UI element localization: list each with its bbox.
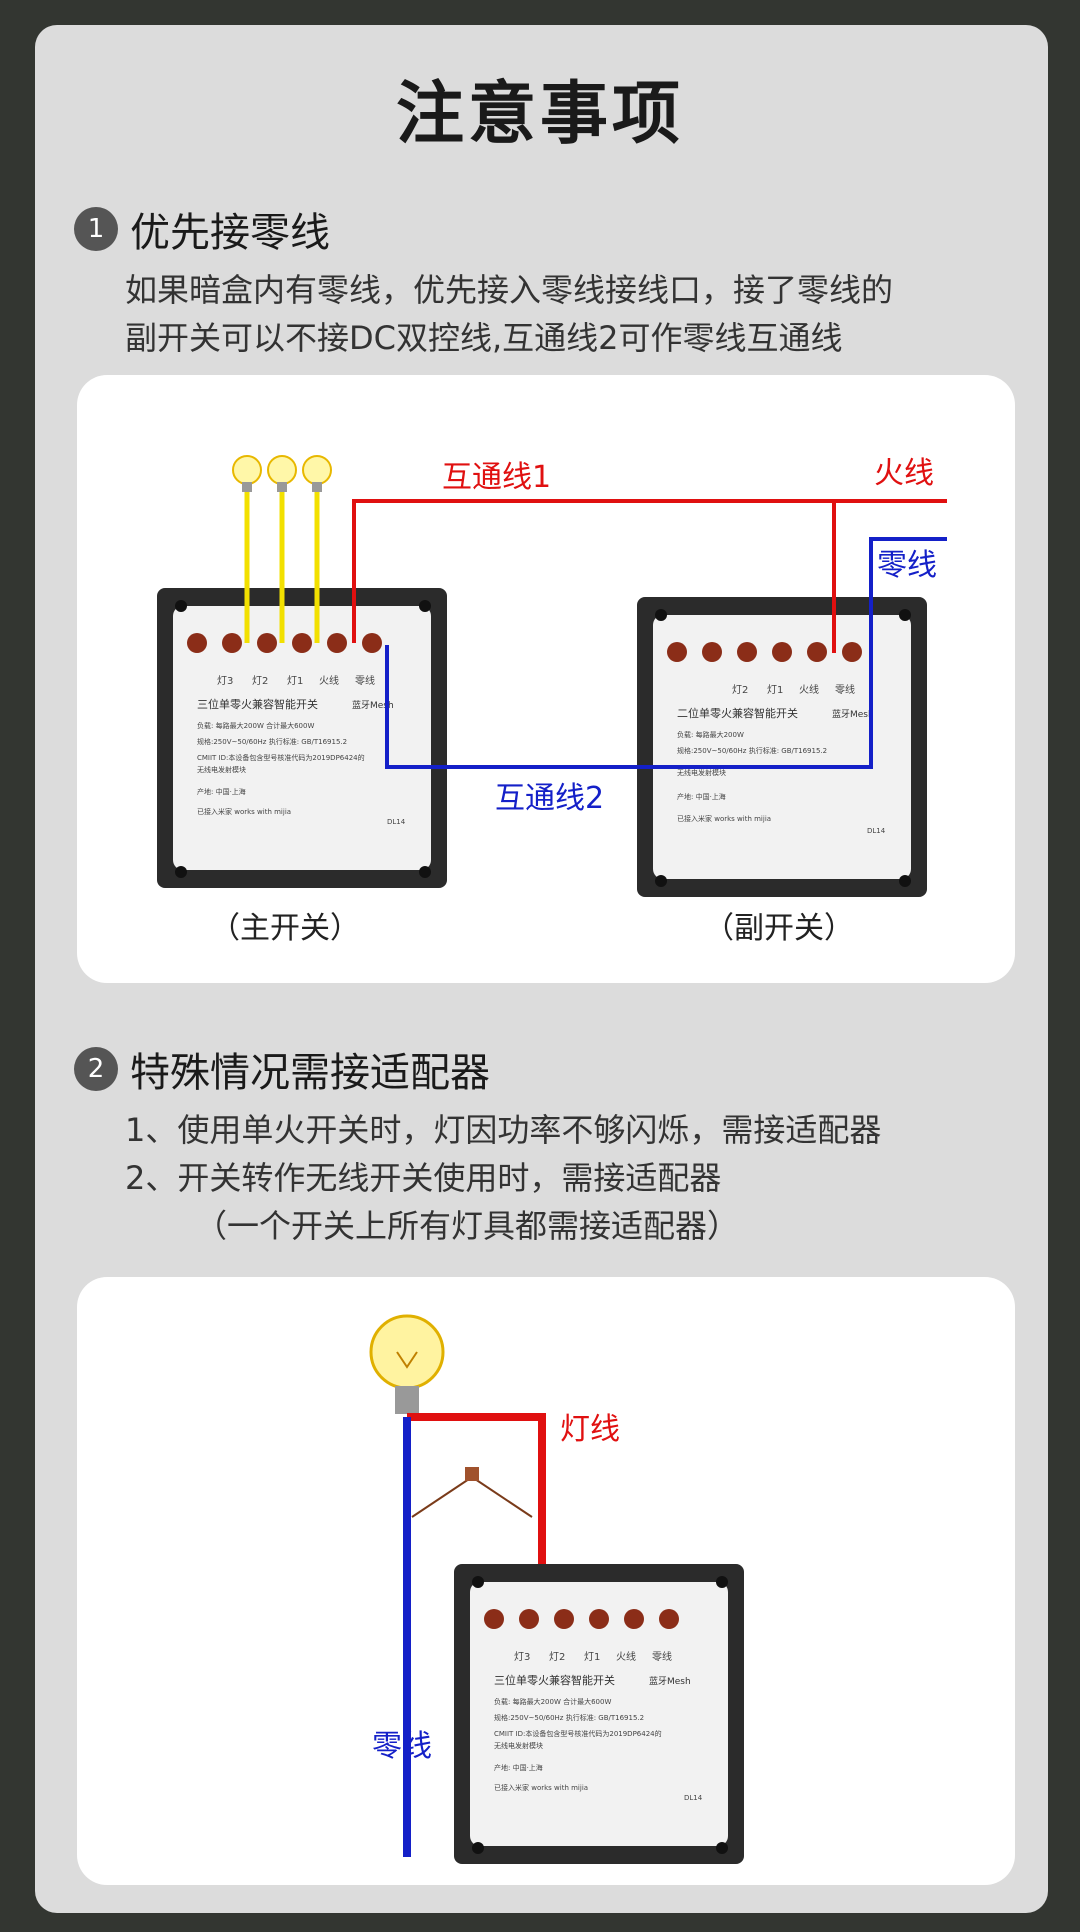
main-switch-terminals: [187, 633, 382, 653]
main-brand: 已接入米家 works with mijia: [197, 807, 291, 816]
sw-origin: 产地: 中国·上海: [494, 1763, 543, 1772]
bulb-icon-1: [232, 455, 262, 492]
sub-spec2: 规格:250V~50/60Hz 执行标准: GB/T16915.2: [677, 746, 827, 755]
sw-badge: 蓝牙Mesh: [649, 1675, 691, 1687]
section2-item3: （一个开关上所有灯具都需接适配器）: [195, 1207, 740, 1245]
sub-t-l2: 灯2: [732, 684, 748, 696]
sub-t-live: 火线: [799, 683, 819, 696]
section1-heading: 优先接零线: [130, 210, 330, 256]
terminal-screw: [807, 642, 827, 662]
main-t-l3: 灯3: [217, 675, 233, 687]
diagram2-panel: 灯3 灯2 灯1 火线 零线 三位单零火兼容智能开关 蓝牙Mesh 负载: 每路…: [77, 1277, 1015, 1885]
section1-header: 1 优先接零线: [74, 200, 330, 258]
section2-number-badge: 2: [74, 1047, 118, 1091]
terminal-screw: [187, 633, 207, 653]
sub-badge: 蓝牙Mesh: [832, 708, 874, 720]
main-spec2: 规格:250V~50/60Hz 执行标准: GB/T16915.2: [197, 737, 347, 746]
sw-model: 三位单零火兼容智能开关: [494, 1673, 615, 1687]
main-spec1: 负载: 每路最大200W 合计最大600W: [197, 721, 314, 730]
section1-description: 如果暗盒内有零线，优先接入零线接线口，接了零线的 副开关可以不接DC双控线,互通…: [125, 266, 893, 362]
sub-spec1: 负载: 每路最大200W: [677, 730, 744, 739]
terminal-screw: [257, 633, 277, 653]
main-t-live: 火线: [319, 674, 339, 687]
section2-heading: 特殊情况需接适配器: [130, 1050, 490, 1096]
terminal-screw: [554, 1609, 574, 1629]
terminal-screw: [589, 1609, 609, 1629]
main-t-l1: 灯1: [287, 675, 303, 687]
terminal-screw: [624, 1609, 644, 1629]
interconnect-wire-2: [385, 537, 947, 769]
terminal-screw: [484, 1609, 504, 1629]
caption-sub-switch: （副开关）: [704, 911, 854, 946]
main-switch: 灯3 灯2 灯1 火线 零线 三位单零火兼容智能开关 蓝牙Mesh 负载: 每路…: [157, 588, 447, 888]
terminal-screw: [772, 642, 792, 662]
label-lamp-wire: 灯线: [560, 1412, 620, 1447]
main-t-neutral: 零线: [355, 674, 375, 687]
sw-spec1: 负载: 每路最大200W 合计最大600W: [494, 1697, 611, 1706]
terminal-screw: [667, 642, 687, 662]
section2-item1: 1、使用单火开关时，灯因功率不够闪烁，需接适配器: [125, 1111, 882, 1149]
bulb-icon-2: [267, 455, 297, 492]
diagram2-svg: 灯3 灯2 灯1 火线 零线 三位单零火兼容智能开关 蓝牙Mesh 负载: 每路…: [369, 1314, 744, 1864]
sub-switch-terminals: [667, 642, 862, 662]
terminal-screw: [222, 633, 242, 653]
sub-t-neutral: 零线: [835, 683, 855, 696]
sub-t-l1: 灯1: [767, 684, 783, 696]
sub-code: DL14: [867, 827, 886, 835]
terminal-screw: [327, 633, 347, 653]
terminal-screw: [519, 1609, 539, 1629]
main-spec4: 无线电发射模块: [197, 765, 246, 774]
section1-text-line2: 副开关可以不接DC双控线,互通线2可作零线互通线: [125, 319, 843, 357]
sw-t-neutral: 零线: [652, 1650, 672, 1663]
main-spec3: CMIIT ID:本设备包含型号核准代码为2019DP6424的: [197, 753, 365, 762]
adapter-icon: [411, 1467, 533, 1518]
sub-origin: 产地: 中国·上海: [677, 792, 726, 801]
sw-t-l3: 灯3: [514, 1651, 530, 1663]
main-origin: 产地: 中国·上海: [197, 787, 246, 796]
sub-spec3: 无线电发射模块: [677, 768, 726, 777]
bulb-icon-3: [302, 455, 332, 492]
label-interconnect-1: 互通线1: [442, 460, 551, 495]
terminal-screw: [702, 642, 722, 662]
sw-brand: 已接入米家 works with mijia: [494, 1783, 588, 1792]
sw-t-l1: 灯1: [584, 1651, 600, 1663]
adapter-switch: 灯3 灯2 灯1 火线 零线 三位单零火兼容智能开关 蓝牙Mesh 负载: 每路…: [454, 1564, 744, 1864]
main-badge: 蓝牙Mesh: [352, 699, 394, 711]
label-neutral-wire: 零线: [372, 1729, 432, 1764]
interconnect-wire-1: [352, 499, 947, 643]
main-code: DL14: [387, 818, 406, 826]
section2-header: 2 特殊情况需接适配器: [74, 1040, 490, 1098]
section2-description: 1、使用单火开关时，灯因功率不够闪烁，需接适配器 2、开关转作无线开关使用时，需…: [125, 1106, 881, 1250]
section1-number-badge: 1: [74, 207, 118, 251]
sub-model: 二位单零火兼容智能开关: [677, 706, 798, 720]
main-model: 三位单零火兼容智能开关: [197, 697, 318, 711]
caption-main-switch: （主开关）: [210, 911, 360, 946]
section1-text-line1: 如果暗盒内有零线，优先接入零线接线口，接了零线的: [125, 271, 894, 309]
adapter-switch-terminals: [484, 1609, 679, 1629]
sw-spec4: 无线电发射模块: [494, 1741, 543, 1750]
label-neutral: 零线: [877, 548, 937, 583]
sw-spec2: 规格:250V~50/60Hz 执行标准: GB/T16915.2: [494, 1713, 644, 1722]
diagram1-panel: 灯3 灯2 灯1 火线 零线 三位单零火兼容智能开关 蓝牙Mesh 负载: 每路…: [77, 375, 1015, 983]
section2-item2: 2、开关转作无线开关使用时，需接适配器: [125, 1159, 722, 1197]
label-live: 火线: [874, 456, 934, 491]
sw-spec3: CMIIT ID:本设备包含型号核准代码为2019DP6424的: [494, 1729, 662, 1738]
lightbulb-icon: [369, 1314, 445, 1414]
sw-t-l2: 灯2: [549, 1651, 565, 1663]
sub-switch: 灯2 灯1 火线 零线 二位单零火兼容智能开关 蓝牙Mesh 负载: 每路最大2…: [637, 597, 927, 897]
terminal-screw: [362, 633, 382, 653]
diagram1-svg: 灯3 灯2 灯1 火线 零线 三位单零火兼容智能开关 蓝牙Mesh 负载: 每路…: [157, 455, 947, 946]
sw-t-live: 火线: [616, 1650, 636, 1663]
terminal-screw: [737, 642, 757, 662]
label-interconnect-2: 互通线2: [495, 781, 604, 816]
terminal-screw: [842, 642, 862, 662]
main-t-l2: 灯2: [252, 675, 268, 687]
terminal-screw: [659, 1609, 679, 1629]
lamp-wire: [407, 1413, 546, 1617]
sub-brand: 已接入米家 works with mijia: [677, 814, 771, 823]
terminal-screw: [292, 633, 312, 653]
page-title: 注意事项: [395, 75, 684, 154]
sw-code: DL14: [684, 1794, 703, 1802]
